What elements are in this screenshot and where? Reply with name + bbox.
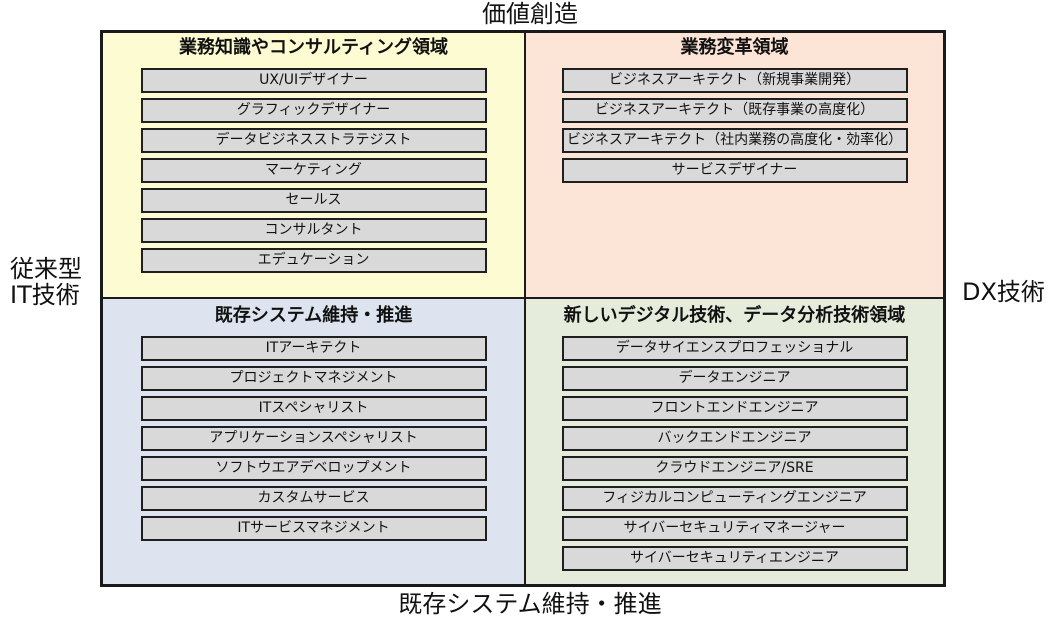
role-box: フィジカルコンピューティングエンジニア: [561, 486, 908, 511]
role-list: ITアーキテクトプロジェクトマネジメント ITスペシャリストアプリケーションスペシ…: [103, 336, 524, 546]
role-box: フロントエンドエンジニア: [561, 396, 908, 421]
role-box: セールス: [140, 188, 487, 213]
role-box: UX/UIデザイナー: [140, 68, 487, 93]
axis-label-left-line2: IT技術: [10, 281, 80, 310]
role-box: コンサルタント: [140, 218, 487, 243]
quadrant-title: 業務変革領域: [680, 37, 789, 58]
quadrant-bottom-left: 既存システム維持・推進 ITアーキテクトプロジェクトマネジメント ITスペシャリス…: [102, 298, 525, 585]
axis-label-left: 従来型 IT技術: [10, 256, 100, 309]
quadrant-top-left: 業務知識やコンサルティング領域 UX/UIデザイナーグラフィックデザイナーデータ…: [102, 32, 525, 298]
axis-label-top: 価値創造: [482, 0, 578, 28]
role-box: サイバーセキュリティマネージャー: [561, 516, 908, 541]
axis-label-right: DX技術: [962, 278, 1045, 306]
role-box: プロジェクトマネジメント: [140, 366, 487, 391]
role-list: データサイエンスプロフェッショナルデータエンジニアフロントエンドエンジニアバック…: [526, 336, 943, 576]
quadrant-top-right: 業務変革領域 ビジネスアーキテクト（新規事業開発） ビジネスアーキテクト（既存事業…: [525, 32, 944, 298]
role-box: カスタムサービス: [140, 486, 487, 511]
role-box: サイバーセキュリティエンジニア: [561, 546, 908, 571]
role-box: データサイエンスプロフェッショナル: [561, 336, 908, 361]
role-box: ITアーキテクト: [140, 336, 487, 361]
quadrant-title: 新しいデジタル技術、データ分析技術領域: [563, 305, 906, 326]
role-list: ビジネスアーキテクト（新規事業開発） ビジネスアーキテクト（既存事業の高度化） ビジ…: [526, 68, 943, 188]
role-box: ITサービスマネジメント: [140, 516, 487, 541]
quadrant-grid: 業務知識やコンサルティング領域 UX/UIデザイナーグラフィックデザイナーデータ…: [100, 30, 946, 587]
role-box: ビジネスアーキテクト（社内業務の高度化・効率化）: [561, 128, 908, 153]
role-box: クラウドエンジニア/SRE: [561, 456, 908, 481]
role-box: アプリケーションスペシャリスト: [140, 426, 487, 451]
role-box: ビジネスアーキテクト（既存事業の高度化）: [561, 98, 908, 123]
role-box: ソフトウエアデベロップメント: [140, 456, 487, 481]
quadrant-title: 業務知識やコンサルティング領域: [179, 37, 448, 58]
quadrant-bottom-right: 新しいデジタル技術、データ分析技術領域 データサイエンスプロフェッショナルデータ…: [525, 298, 944, 585]
role-box: サービスデザイナー: [561, 158, 908, 183]
role-box: マーケティング: [140, 158, 487, 183]
role-box: ITスペシャリスト: [140, 396, 487, 421]
role-box: データエンジニア: [561, 366, 908, 391]
role-box: ビジネスアーキテクト（新規事業開発）: [561, 68, 908, 93]
axis-label-left-line1: 従来型: [10, 255, 82, 283]
axis-label-bottom: 既存システム維持・推進: [398, 590, 662, 618]
quadrant-title: 既存システム維持・推進: [214, 305, 413, 326]
role-box: バックエンドエンジニア: [561, 426, 908, 451]
role-box: グラフィックデザイナー: [140, 98, 487, 123]
role-box: エデュケーション: [140, 248, 487, 273]
role-list: UX/UIデザイナーグラフィックデザイナーデータビジネスストラテジストマーケティ…: [103, 68, 524, 278]
role-box: データビジネスストラテジスト: [140, 128, 487, 153]
